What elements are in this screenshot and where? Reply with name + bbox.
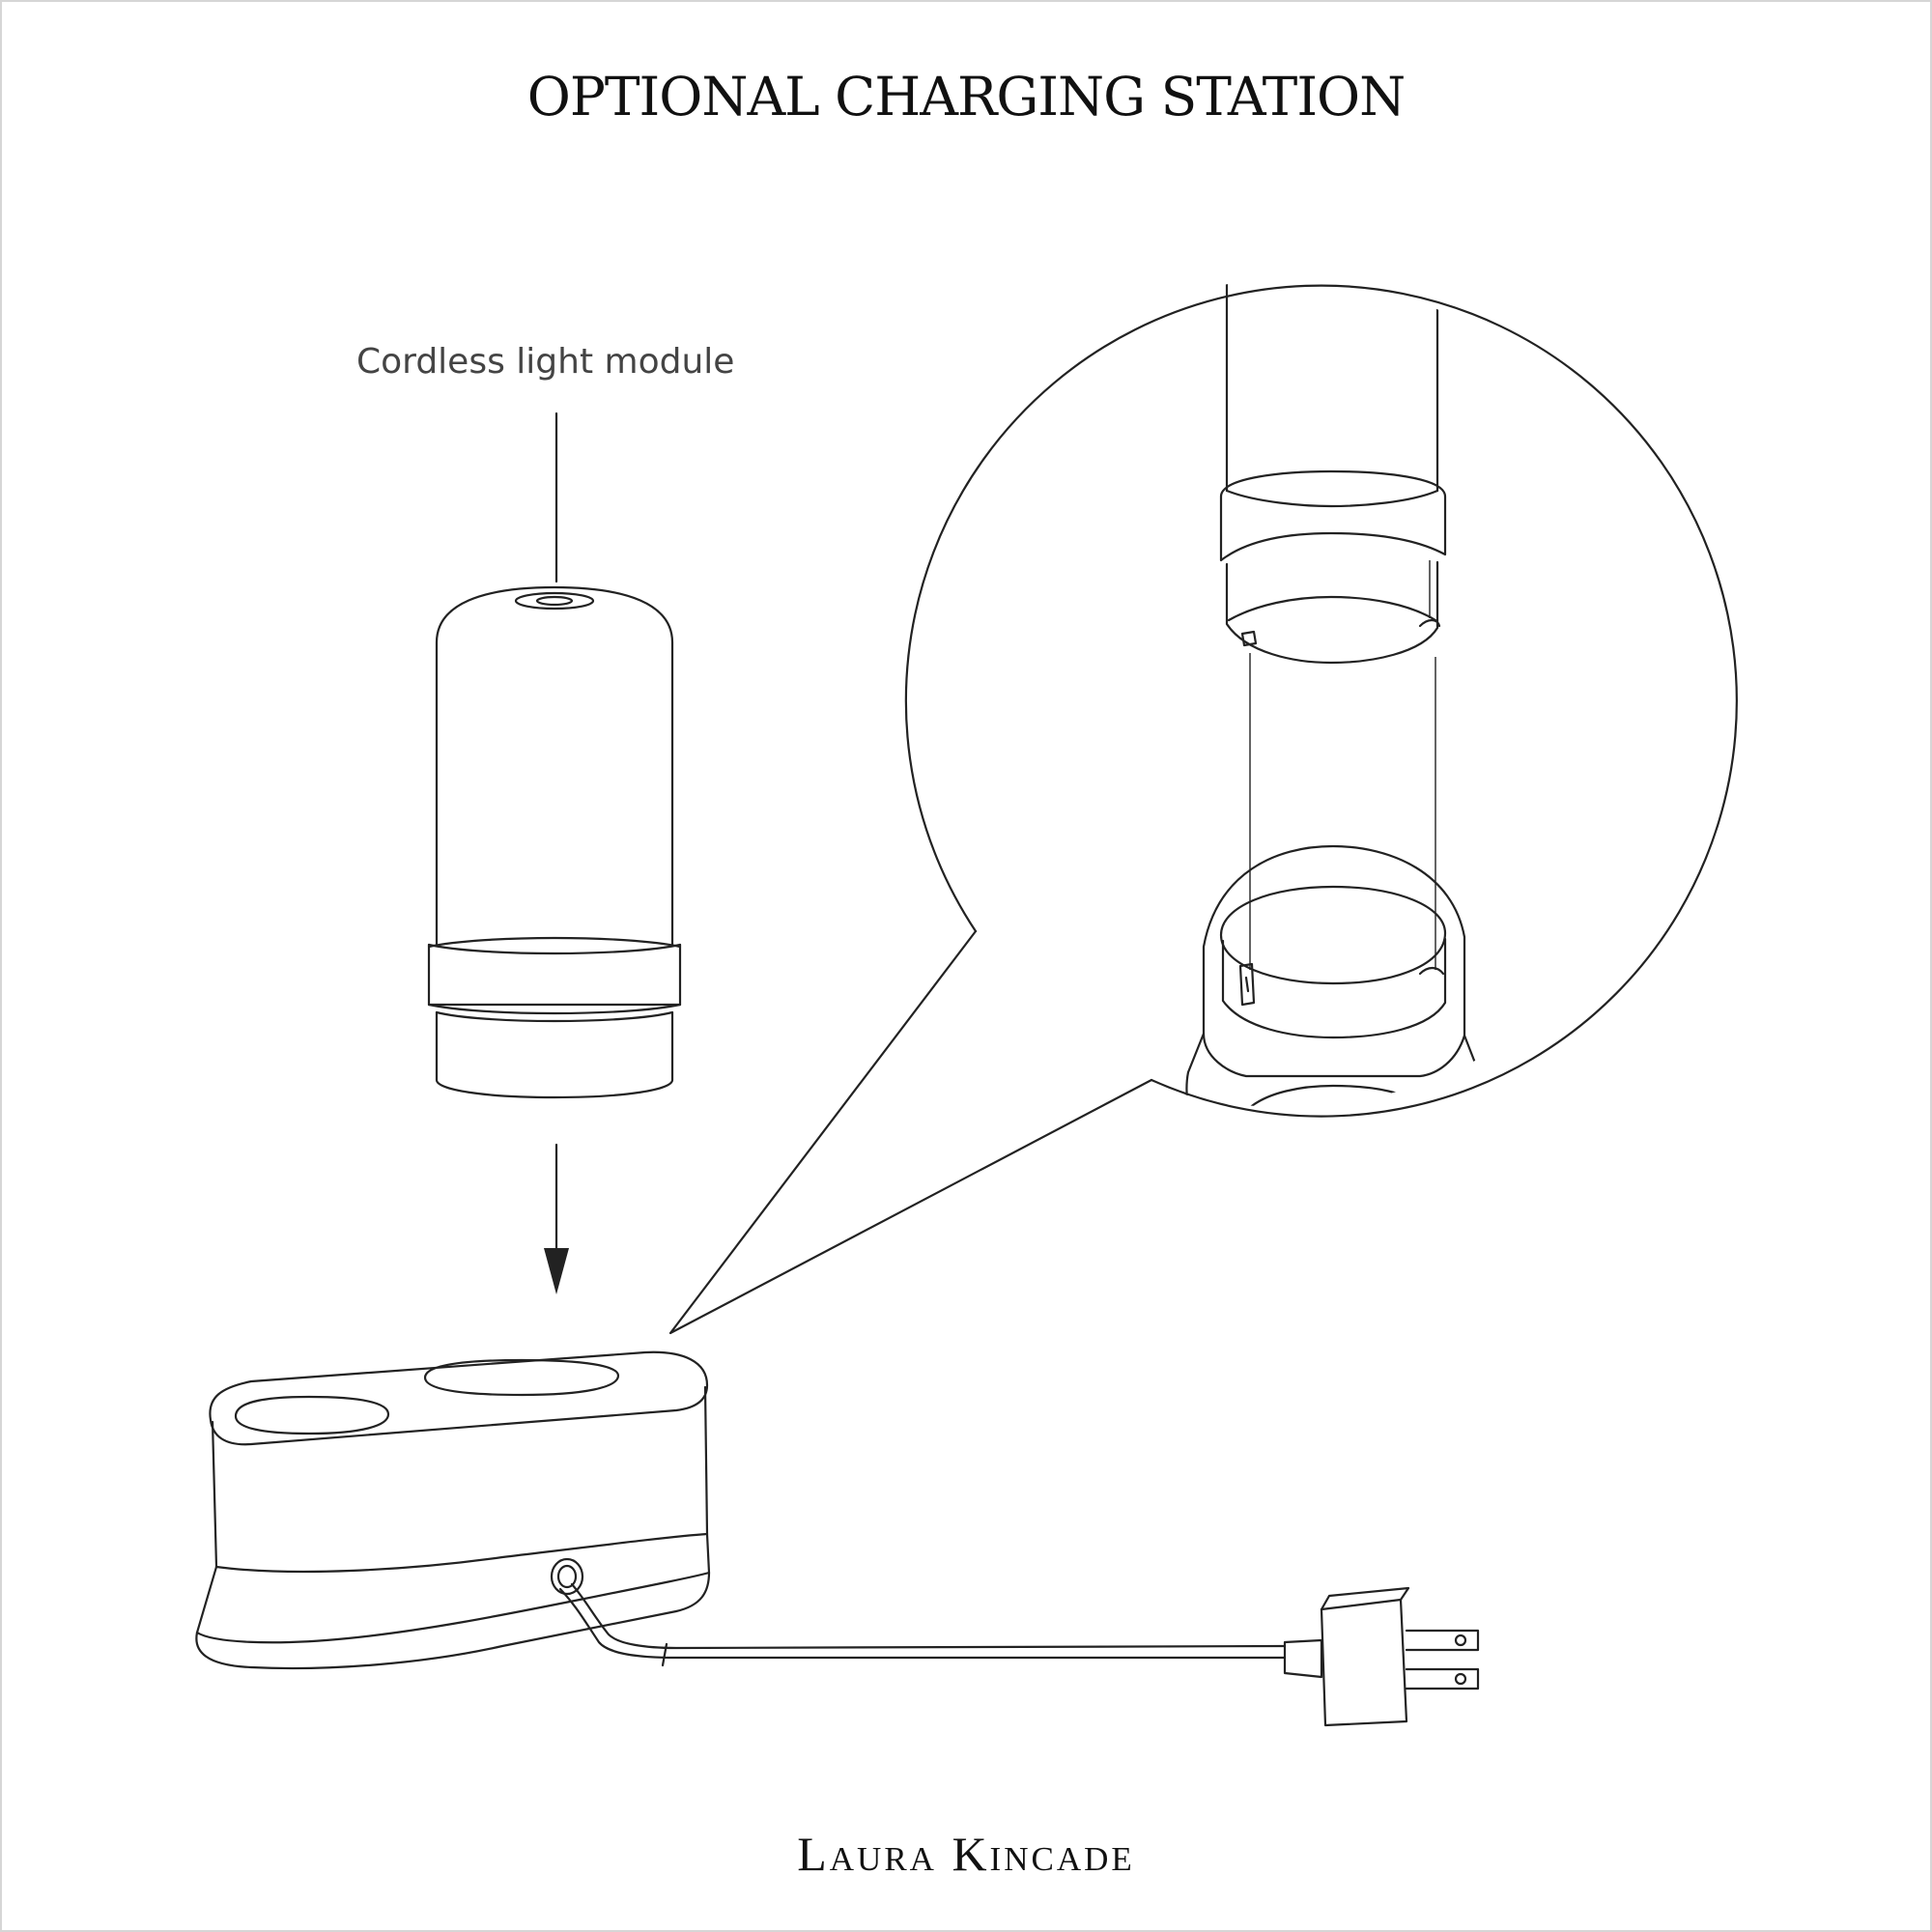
detail-contact-base: [1238, 962, 1256, 1007]
arrowhead-icon: [544, 1248, 569, 1294]
plug-prong-bottom: [1405, 1667, 1480, 1690]
callout-circle: [904, 284, 1738, 1118]
zoom-callout: [668, 280, 1738, 1335]
insert-arrow: [544, 1143, 569, 1294]
callout-pointer: [668, 929, 1153, 1335]
brand-logo: Laura Kincade: [797, 1827, 1135, 1881]
cable-port: [550, 1557, 584, 1596]
base-plinth: [195, 1532, 711, 1670]
charging-base: [195, 1350, 711, 1670]
detail-socket-rim: [1219, 885, 1447, 985]
power-plug-icon: [1283, 1586, 1480, 1727]
light-module-label: Cordless light module: [356, 342, 735, 382]
socket-left: [234, 1395, 390, 1435]
module-band: [427, 943, 682, 1007]
top-button-ring: [514, 591, 595, 611]
socket-right: [423, 1358, 620, 1397]
callout-detail: [1185, 280, 1481, 1107]
base-top-surface: [209, 1350, 709, 1446]
light-module: [427, 585, 682, 1099]
diagram-title: OPTIONAL CHARGING STATION: [526, 66, 1406, 128]
plug-prong-top: [1405, 1629, 1480, 1652]
detail-contact-module: [1240, 630, 1258, 647]
power-cable: [558, 1582, 1287, 1667]
detail-socket-housing: [1202, 844, 1466, 1078]
top-button: [535, 595, 574, 607]
module-base: [435, 1010, 674, 1099]
detail-band: [1219, 469, 1447, 562]
